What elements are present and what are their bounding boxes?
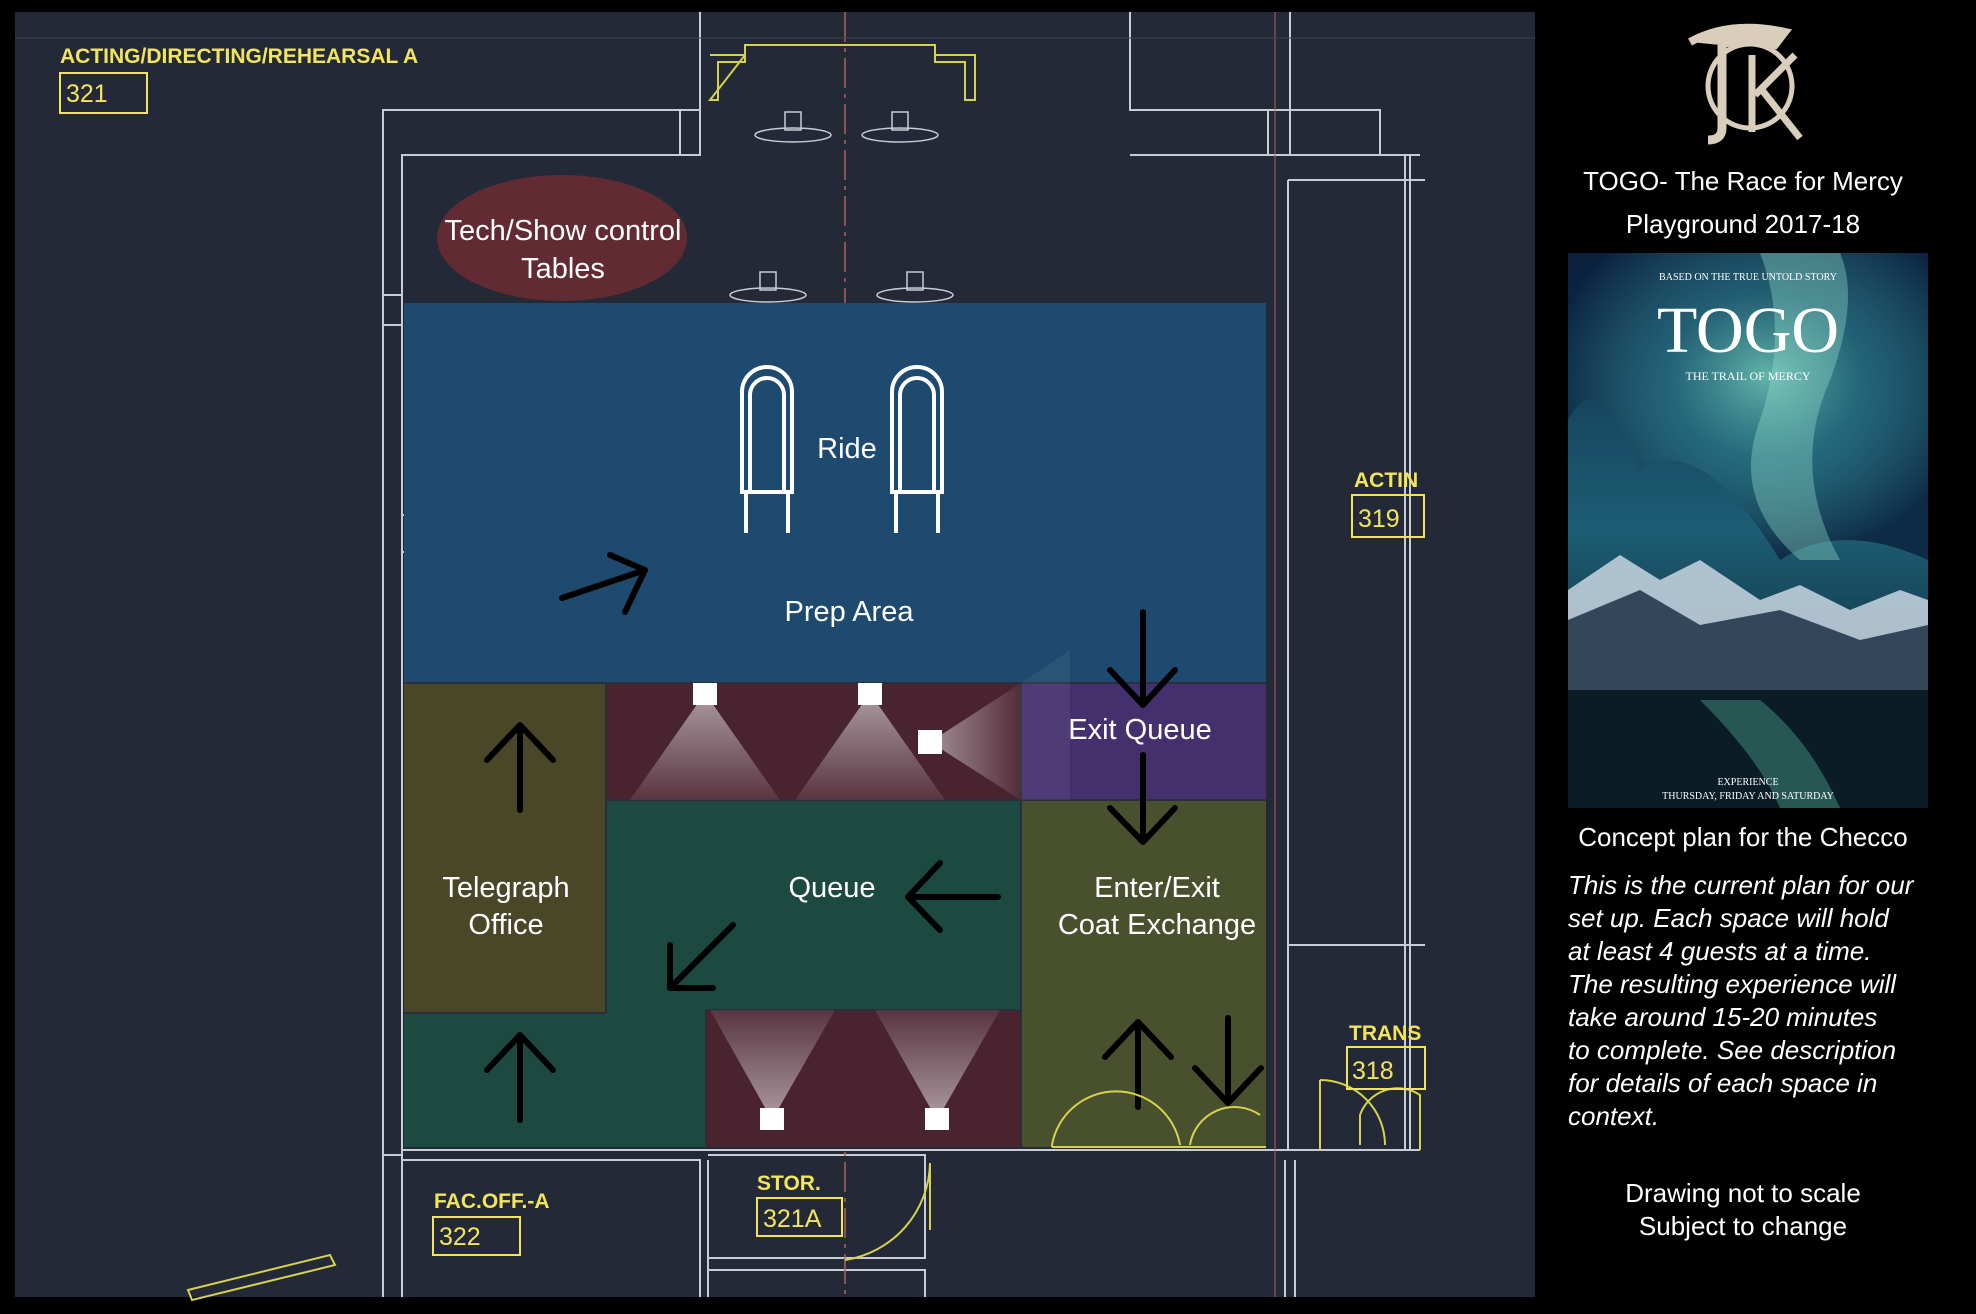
tk-logo [1688,23,1803,145]
prep-area-label: Prep Area [785,596,915,628]
sidebar-description: This is the current plan for our set up.… [1568,870,1915,1131]
poster-footer-1: EXPERIENCE [1717,777,1778,788]
description-line: This is the current plan for our [1568,870,1915,900]
sidebar-note-1: Drawing not to scale [1625,1178,1861,1208]
poster-reflection [1700,700,1840,808]
ceiling-fixtures [729,111,954,303]
zone-labels: Tech/Show control Tables Ride Prep Area … [442,215,1256,941]
ride-vehicles [740,365,944,533]
arrow-queue-left [905,860,1001,933]
room-label-acting-b: ACTIN [1354,469,1418,492]
sidebar-title-line1: TOGO- The Race for Mercy [1583,166,1903,196]
poster-aurora-beam [1751,253,1848,560]
arrow-exit-down-1 [1107,609,1178,708]
tech-label-line1: Tech/Show control [445,215,682,247]
arrow-bottom-up [484,1032,556,1123]
poster-lake [1568,690,1928,808]
top-opening [707,44,976,101]
light-cones [630,650,1070,1120]
room-label-stor: STOR. [757,1172,821,1195]
telegraph-office-zone [404,683,606,1013]
description-line: set up. Each space will hold [1568,903,1890,933]
tech-label-line2: Tables [521,253,605,285]
sidebar-concept: Concept plan for the Checco [1578,822,1908,852]
poster-mountain-shadow [1568,590,1928,690]
light-fixtures [693,683,949,1130]
description-line: at least 4 guests at a time. [1568,936,1872,966]
room-number-boxes [59,72,1426,1256]
description-line: The resulting experience will [1568,969,1897,999]
description-line: for details of each space in [1568,1068,1877,1098]
telegraph-label-line2: Office [468,909,543,941]
poster-aurora [1568,253,1928,560]
room-number-321: 321 [66,80,108,108]
room-label-fac-off: FAC.OFF.-A [434,1190,550,1213]
building-walls [382,12,1425,1297]
sidebar-text: TOGO- The Race for Mercy Playground 2017… [1578,166,1908,1241]
room-number-322: 322 [439,1223,481,1251]
room-number-321a: 321A [763,1205,822,1233]
arrow-prep [559,552,648,615]
queue-zone [404,800,1021,1147]
poster-footer-2: THURSDAY, FRIDAY AND SATURDAY [1662,791,1834,802]
coat-label-line2: Coat Exchange [1058,909,1256,941]
room-numbers: 321 319 318 322 321A [66,80,1400,1251]
exit-queue-label: Exit Queue [1068,714,1211,746]
tech-control-zone [437,175,687,301]
description-line: take around 15-20 minutes [1568,1002,1877,1032]
sidebar-note-2: Subject to change [1639,1211,1847,1241]
room-number-319: 319 [1358,505,1400,533]
room-label-trans: TRANS [1349,1022,1421,1045]
poster-subtitle: THE TRAIL OF MERCY [1685,369,1810,383]
flow-arrows [484,552,1264,1123]
arrow-queue-diag [667,922,736,991]
arrow-telegraph-up [484,722,556,813]
poster-title: TOGO [1657,294,1839,367]
room-label-acting-a: ACTING/DIRECTING/REHEARSAL A [60,45,418,68]
prep-area-zone [404,303,1266,683]
telegraph-label-line1: Telegraph [442,872,569,904]
arrow-exit-down-2 [1107,752,1178,845]
door-swings [186,1079,1421,1302]
room-number-318: 318 [1352,1057,1394,1085]
room-labels: ACTING/DIRECTING/REHEARSAL A ACTIN TRANS… [60,45,1421,1213]
poster-tagline: BASED ON THE TRUE UNTOLD STORY [1659,272,1837,283]
description-line: to complete. See description [1568,1035,1896,1065]
togo-poster: BASED ON THE TRUE UNTOLD STORY TOGO THE … [1568,253,1928,808]
arrow-coat-down [1192,1015,1264,1106]
queue-label: Queue [788,872,875,904]
coat-label-line1: Enter/Exit [1094,872,1220,904]
description-line: context. [1568,1101,1659,1131]
arrow-coat-up [1102,1019,1174,1110]
ride-label: Ride [817,433,877,465]
sidebar-title-line2: Playground 2017-18 [1626,209,1860,239]
